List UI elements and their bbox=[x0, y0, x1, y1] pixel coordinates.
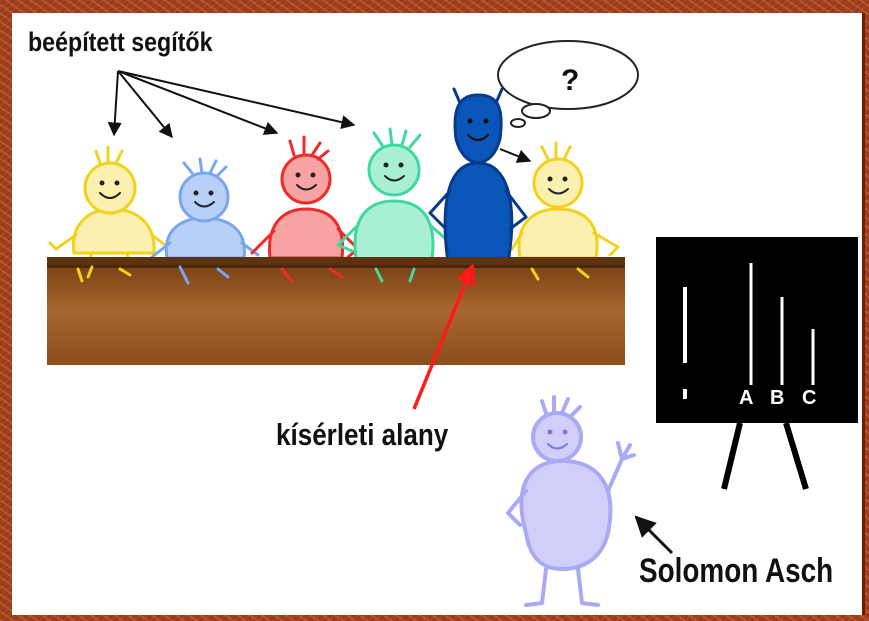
board-letter-c: C bbox=[802, 387, 817, 409]
glance-arrow bbox=[499, 148, 532, 163]
table bbox=[47, 257, 625, 365]
board-letter-b: B bbox=[770, 387, 785, 409]
experimenter-figure bbox=[506, 395, 636, 607]
diagram-panel: beépített segítők kísérleti alany Solomo… bbox=[12, 13, 865, 615]
thought-bubble bbox=[497, 40, 639, 128]
helper-figure-yellow-right bbox=[510, 141, 620, 277]
experimenter-label: Solomon Asch bbox=[639, 552, 834, 590]
question-mark: ? bbox=[561, 64, 580, 97]
scene-illustration bbox=[47, 40, 858, 607]
helper-figure-green bbox=[336, 127, 450, 279]
helper-arrows bbox=[107, 70, 356, 139]
figure-feet bbox=[76, 265, 590, 285]
experimenter-arrow bbox=[634, 515, 674, 555]
helpers-label: beépített segítők bbox=[28, 27, 213, 57]
helper-figure-light-blue bbox=[150, 157, 260, 277]
subject-arrow bbox=[412, 263, 476, 410]
subject-label: kísérleti alany bbox=[276, 417, 449, 452]
board-letter-a: A bbox=[739, 387, 754, 409]
helper-figure-yellow-left bbox=[48, 145, 172, 273]
line-comparison-board bbox=[656, 237, 858, 490]
subject-figure-dark-blue bbox=[428, 87, 528, 281]
helper-figure-red bbox=[250, 135, 360, 279]
